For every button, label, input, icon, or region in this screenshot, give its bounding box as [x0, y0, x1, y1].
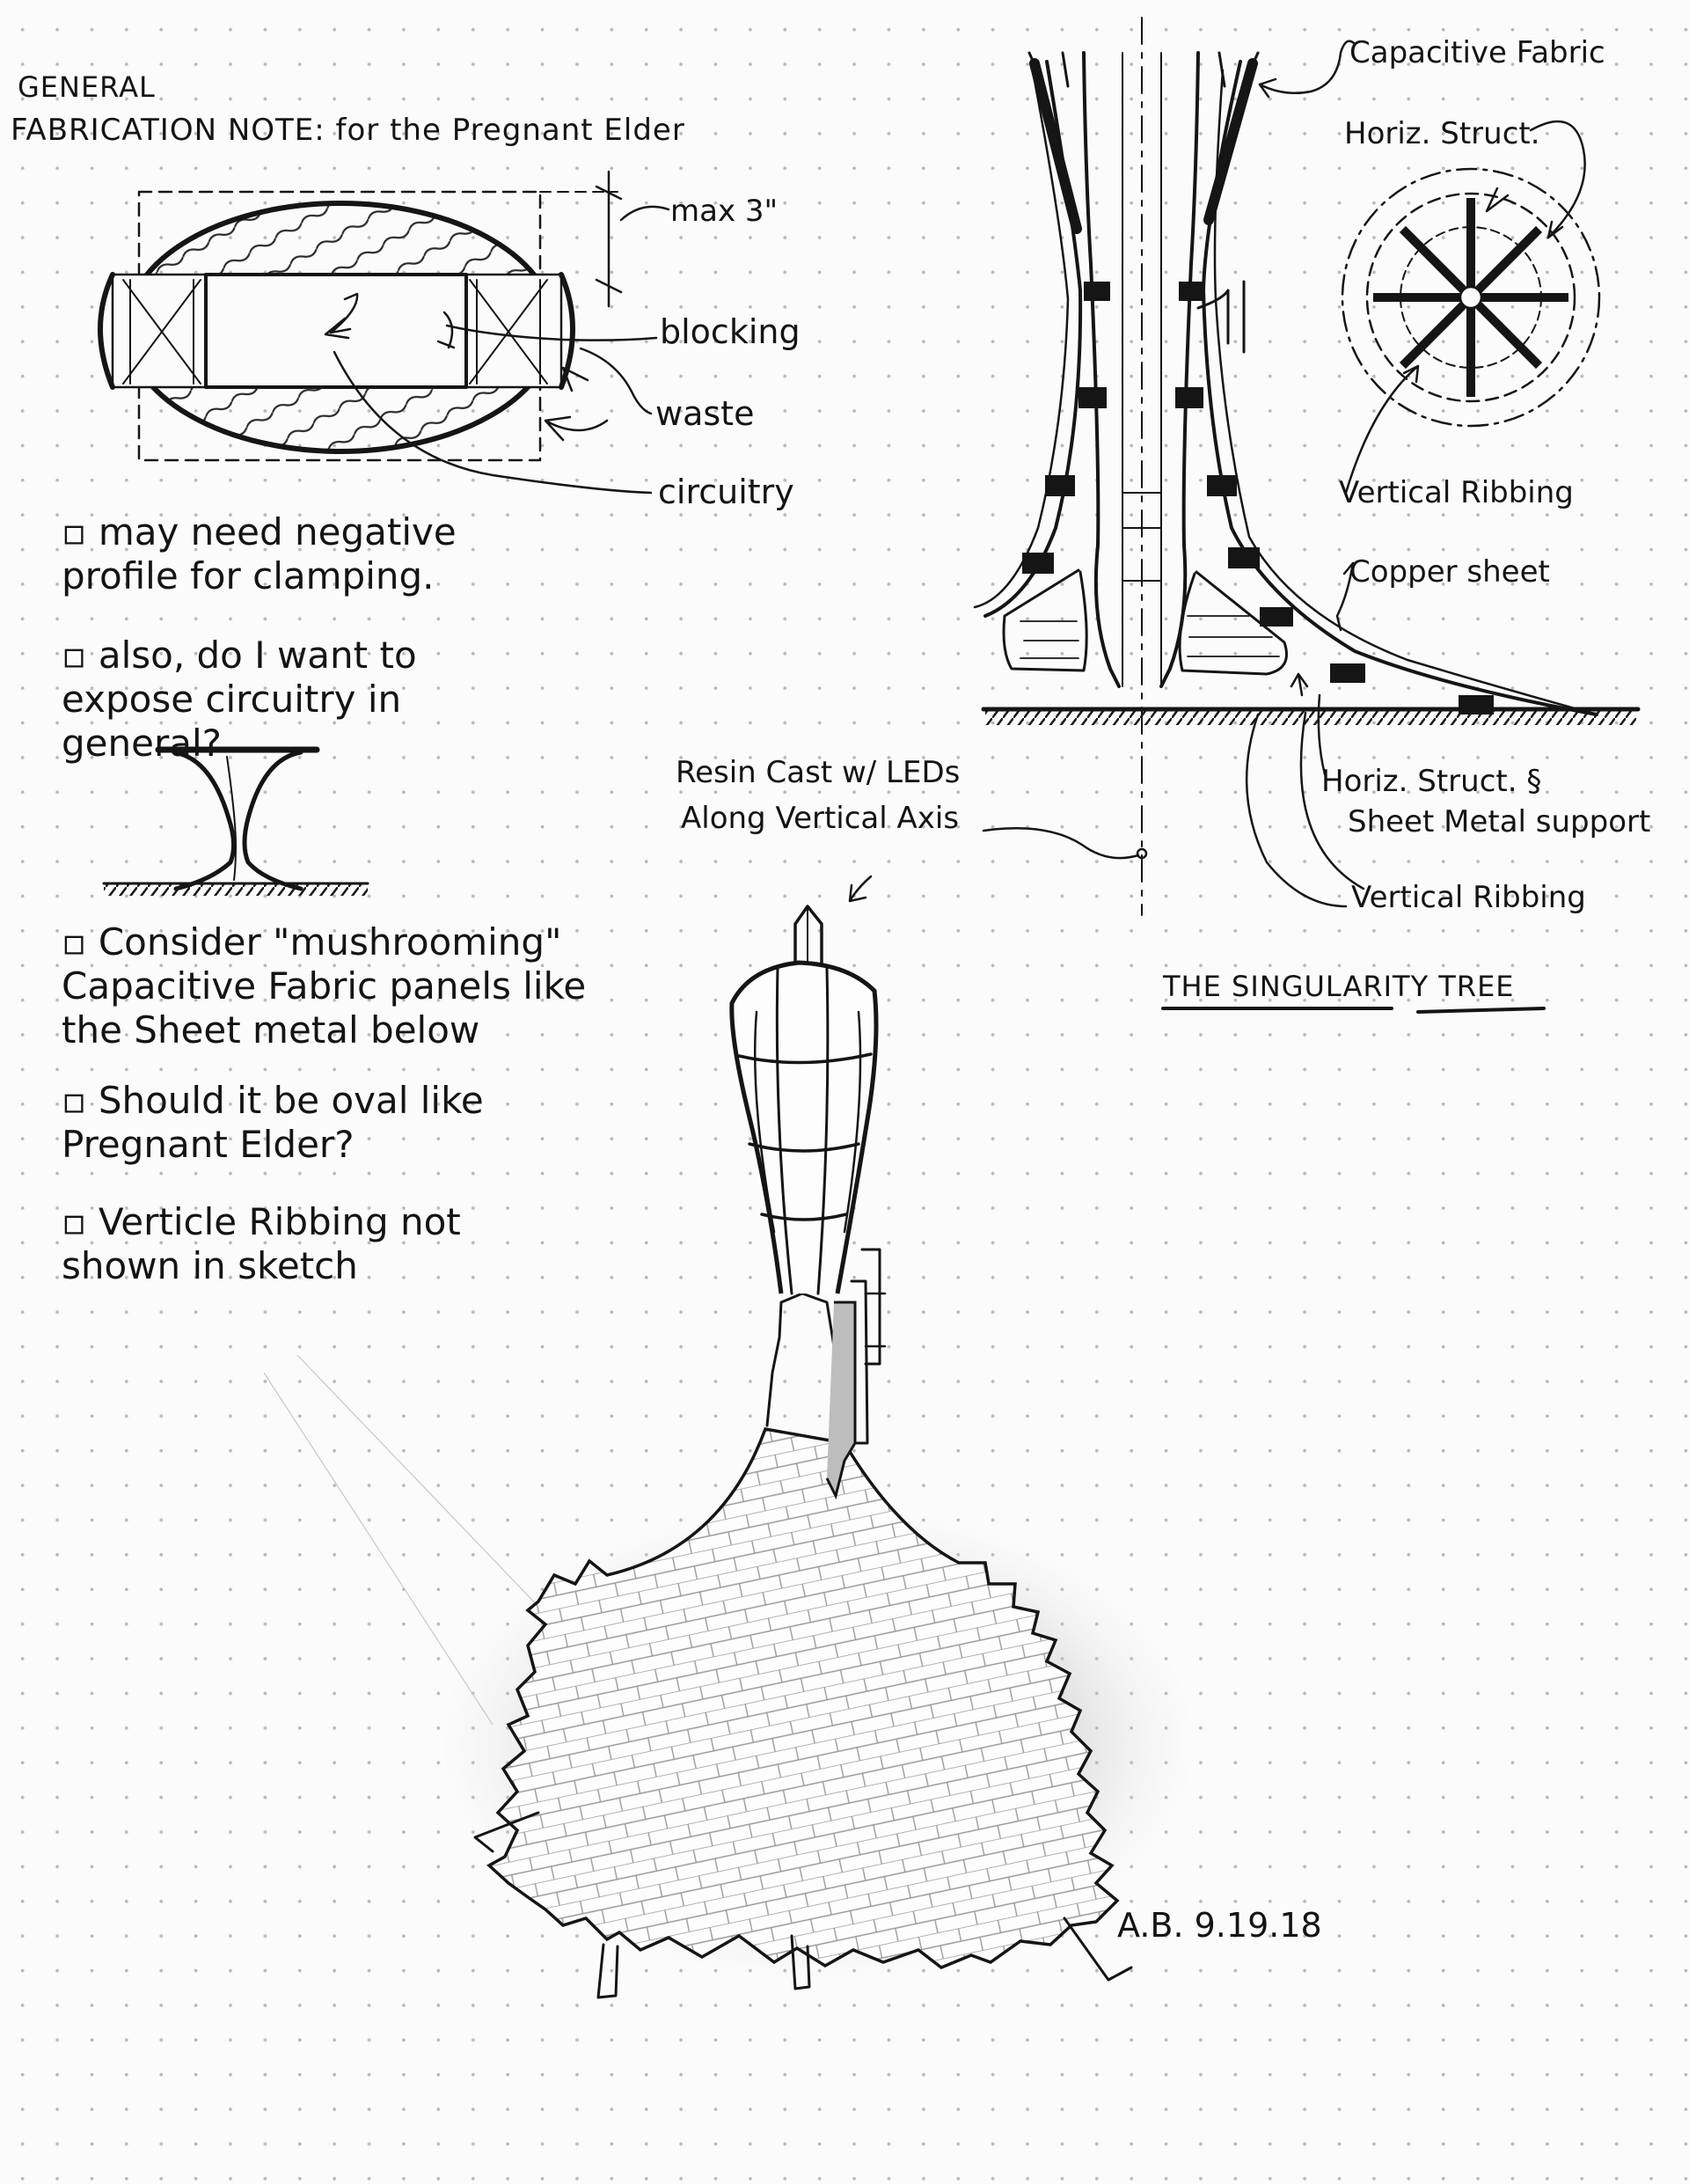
- title-underline: [1161, 1007, 1546, 1014]
- header-general: GENERAL: [18, 70, 156, 104]
- note-text: Consider "mushrooming" Capacitive Fabric…: [62, 920, 587, 1052]
- hourglass-profile-sketch: [102, 746, 369, 896]
- header-fabrication-note: FABRICATION NOTE: for the Pregnant Elder: [11, 113, 685, 148]
- label-blocking: blocking: [660, 312, 801, 351]
- tree-perspective-sketch: [263, 905, 1196, 1999]
- note-mushrooming: ▫ Consider "mushrooming" Capacitive Fabr…: [62, 920, 587, 1052]
- tree-elevation-section: [848, 17, 1641, 916]
- note-negative-profile: ▫ may need negative profile for clamping…: [62, 510, 457, 597]
- label-circuitry: circuitry: [658, 473, 794, 511]
- note-expose-circuitry: ▫ also, do I want to expose circuitry in…: [62, 634, 417, 765]
- page-title: THE SINGULARITY TREE: [1163, 970, 1515, 1003]
- label-horiz-struct: Horiz. Struct.: [1344, 116, 1540, 151]
- label-max-height: max 3": [670, 194, 779, 229]
- label-waste: waste: [655, 394, 755, 433]
- label-horiz-support-2: Sheet Metal support: [1348, 804, 1651, 839]
- note-text: Verticle Ribbing not shown in sketch: [62, 1200, 461, 1287]
- label-horiz-support-1: Horiz. Struct. §: [1321, 764, 1542, 799]
- label-vertical-ribbing-bottom: Vertical Ribbing: [1351, 880, 1586, 915]
- note-text: Should it be oval like Pregnant Elder?: [62, 1079, 484, 1166]
- note-vertical-ribbing: ▫ Verticle Ribbing not shown in sketch: [62, 1200, 461, 1287]
- label-copper-sheet: Copper sheet: [1349, 554, 1550, 590]
- cross-section-detail: [98, 170, 670, 495]
- note-oval: ▫ Should it be oval like Pregnant Elder?: [62, 1079, 484, 1166]
- signature: A.B. 9.19.18: [1117, 1906, 1322, 1945]
- label-resin-cast-1: Resin Cast w/ LEDs: [676, 755, 961, 790]
- label-capacitive-fabric: Capacitive Fabric: [1349, 35, 1605, 70]
- note-text: may need negative profile for clamping.: [62, 510, 457, 597]
- note-text: also, do I want to expose circuitry in g…: [62, 634, 417, 765]
- horiz-struct-plan: [1341, 120, 1601, 495]
- label-vertical-ribbing-top: Vertical Ribbing: [1339, 475, 1574, 510]
- label-resin-cast-2: Along Vertical Axis: [681, 801, 960, 836]
